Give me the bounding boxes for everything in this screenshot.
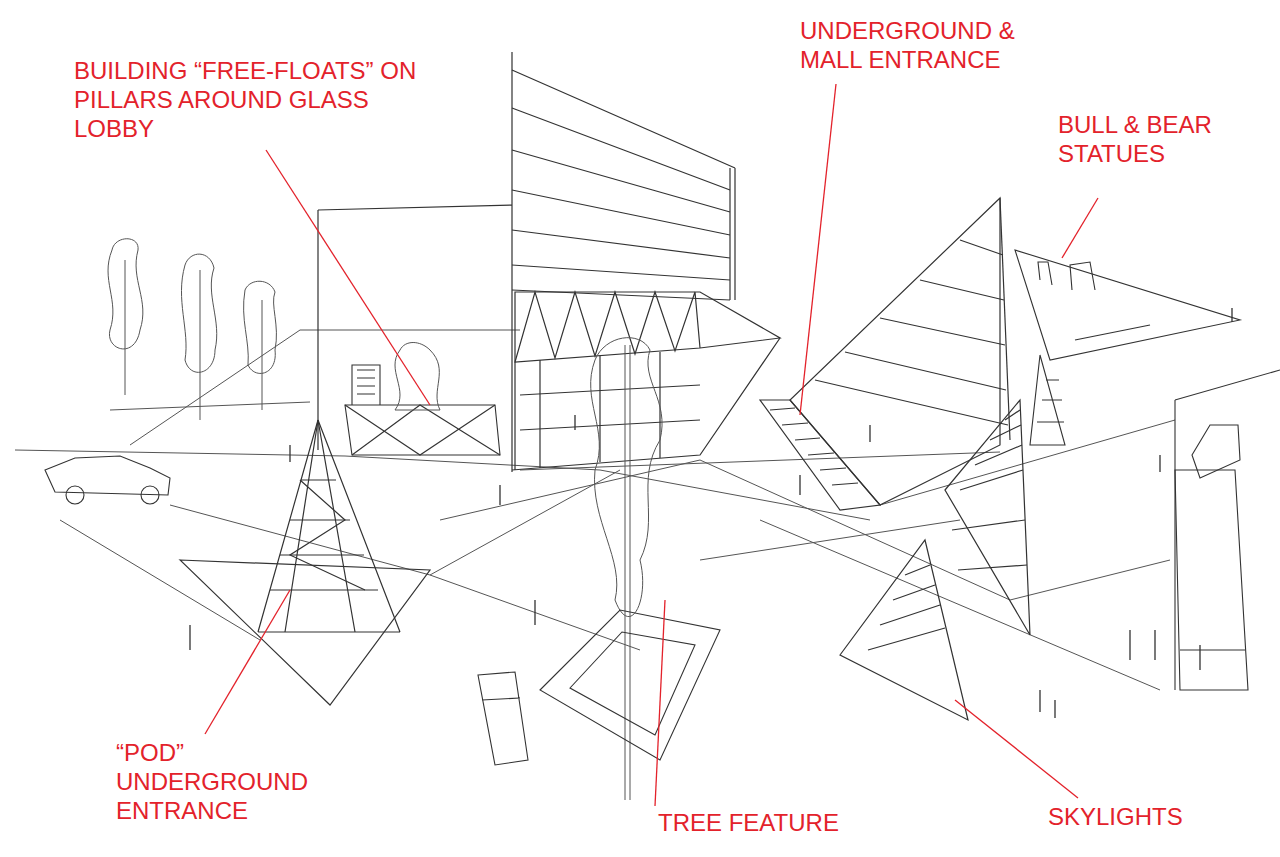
people [190, 308, 1232, 718]
trees [108, 239, 143, 349]
trees [591, 338, 662, 617]
skylights [945, 400, 1030, 635]
glass-lobby [352, 365, 380, 405]
leader-lines [266, 150, 430, 405]
statue-plaza [1030, 355, 1065, 445]
mall-entrance-skylight [1000, 198, 1010, 440]
ground-lines [110, 330, 520, 445]
trees [181, 254, 216, 372]
trees [395, 343, 440, 411]
skylights [840, 540, 968, 720]
leader-lines [205, 590, 290, 734]
tree-plate [540, 610, 720, 760]
leader-lines [1062, 198, 1098, 258]
ground-lines [440, 420, 1175, 600]
glass-lobby [345, 405, 500, 455]
building [520, 385, 700, 430]
building [515, 292, 780, 362]
tree-plate [570, 632, 695, 735]
ground-lines [700, 520, 1170, 600]
people [190, 308, 1232, 718]
pod-entrance [270, 480, 378, 590]
trees [625, 345, 630, 800]
statue-plaza [1015, 250, 1240, 360]
statue-plaza [1038, 262, 1095, 290]
mall-entrance-skylight [760, 198, 1010, 510]
vehicles [1192, 425, 1240, 478]
statue-plaza [1075, 325, 1150, 340]
skylights [840, 400, 1030, 720]
pod-entrance [285, 420, 355, 632]
trees [108, 239, 662, 800]
mall-entrance-skylight [760, 400, 880, 510]
callout-label: BUILDING “FREE-FLOATS” ON PILLARS AROUND… [74, 56, 424, 143]
pod-entrance [258, 420, 400, 632]
callout-label: “POD” UNDERGROUND ENTRANCE [116, 738, 321, 825]
statue-plaza [1015, 250, 1240, 445]
ground-lines [15, 330, 1175, 690]
pod-entrance [180, 420, 430, 705]
callout-label: TREE FEATURE [658, 808, 839, 837]
pod-entrance [290, 480, 365, 590]
vehicles [66, 486, 84, 504]
building [515, 292, 700, 362]
leader-lines [655, 600, 665, 806]
callout-label: SKYLIGHTS [1048, 802, 1183, 831]
mall-entrance-skylight [790, 198, 1000, 505]
right-building [1175, 370, 1280, 690]
trees [125, 260, 262, 420]
building [512, 338, 780, 470]
callout-label: UNDERGROUND & MALL ENTRANCE [800, 16, 1062, 74]
building [515, 352, 660, 470]
mall-entrance-skylight [815, 240, 1008, 425]
callout-label: BULL & BEAR STATUES [1058, 110, 1236, 168]
vehicles [45, 425, 1248, 765]
skylights [868, 565, 945, 650]
ground-lines [15, 450, 1000, 470]
right-building [1175, 370, 1280, 690]
glass-lobby [345, 405, 500, 455]
leader-lines [205, 84, 1098, 806]
vehicles [141, 486, 159, 504]
building [729, 168, 730, 300]
ground-lines [60, 520, 1160, 690]
leader-lines [800, 84, 836, 415]
vehicles [478, 672, 528, 765]
building [512, 108, 730, 300]
tree-plate [540, 610, 720, 760]
skylights [952, 410, 1027, 570]
mall-entrance-skylight [770, 408, 858, 485]
building [512, 70, 735, 300]
trees [244, 281, 277, 373]
leader-lines [955, 700, 1078, 798]
vehicles [1175, 470, 1248, 690]
vehicles [45, 456, 170, 495]
